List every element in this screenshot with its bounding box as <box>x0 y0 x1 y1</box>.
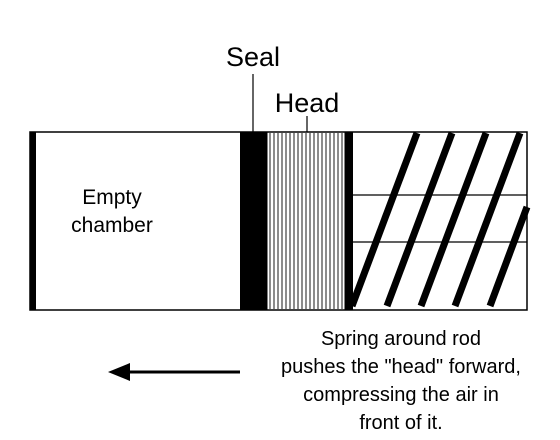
spring-caption-line-2: pushes the "head" forward, <box>281 356 521 378</box>
head-hatching <box>269 133 343 309</box>
seal-label: Seal <box>226 42 280 72</box>
spring-coil <box>383 131 456 308</box>
head-front-face <box>345 132 353 310</box>
spring-caption-line-1: Spring around rod <box>321 328 481 350</box>
spring-coil <box>451 131 524 308</box>
cylinder-end-wall <box>30 132 36 310</box>
spring-caption-line-4: front of it. <box>359 412 442 434</box>
empty-chamber-label-line-1: Empty <box>82 186 142 209</box>
spring-coil <box>348 131 421 308</box>
left-arrow-icon <box>108 363 240 381</box>
spring-coils <box>348 131 531 308</box>
head-label: Head <box>275 88 340 118</box>
spring-coil <box>417 131 490 308</box>
empty-chamber-label-line-2: chamber <box>71 214 153 237</box>
seal-band <box>240 132 267 310</box>
spring-caption-line-3: compressing the air in <box>303 384 499 406</box>
spring-coil <box>486 205 531 308</box>
